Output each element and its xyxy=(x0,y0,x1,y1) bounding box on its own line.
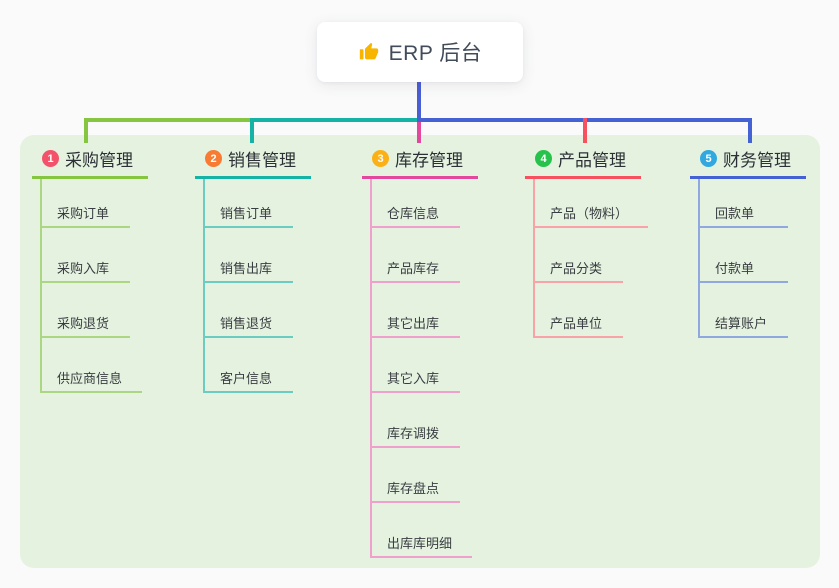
child-node[interactable]: 产品库存 xyxy=(372,228,460,283)
child-node[interactable]: 销售退货 xyxy=(205,283,293,338)
child-node-label: 付款单 xyxy=(715,261,755,276)
branch-children-group: 采购订单采购入库采购退货供应商信息 xyxy=(40,179,143,393)
branch-3-drop-line xyxy=(417,122,421,143)
child-node[interactable]: 其它出库 xyxy=(372,283,460,338)
child-node-label: 库存盘点 xyxy=(387,481,440,496)
child-node[interactable]: 付款单 xyxy=(700,228,788,283)
child-node-label: 采购订单 xyxy=(57,206,110,221)
branch-column-2: 2 销售管理销售订单销售出库销售退货客户信息 xyxy=(195,143,345,393)
branch-node-label: 采购管理 xyxy=(65,151,133,170)
child-node[interactable]: 结算账户 xyxy=(700,283,788,338)
child-node[interactable]: 采购订单 xyxy=(42,179,130,228)
thumbs-up-icon xyxy=(358,41,380,63)
child-node-label: 其它出库 xyxy=(387,316,440,331)
child-node-label: 客户信息 xyxy=(220,371,273,386)
root-node[interactable]: ERP 后台 xyxy=(317,22,523,82)
child-node-label: 供应商信息 xyxy=(57,371,123,386)
child-node-label: 回款单 xyxy=(715,206,755,221)
child-node[interactable]: 客户信息 xyxy=(205,338,293,393)
child-node[interactable]: 回款单 xyxy=(700,179,788,228)
child-node[interactable]: 库存调拨 xyxy=(372,393,460,448)
branch-1-drop-line xyxy=(84,118,88,143)
branch-1-bus-line xyxy=(84,118,252,122)
child-node-label: 产品单位 xyxy=(550,316,603,331)
branches-panel xyxy=(20,135,820,568)
branch-node-label: 库存管理 xyxy=(395,151,463,170)
root-node-label: ERP 后台 xyxy=(388,42,483,65)
child-node-label: 出库库明细 xyxy=(387,536,453,551)
branch-node-4[interactable]: 4 产品管理 xyxy=(525,143,641,179)
branch-node-label: 财务管理 xyxy=(723,151,791,170)
branch-number-badge: 3 xyxy=(372,150,389,167)
branch-children-group: 仓库信息产品库存其它出库其它入库库存调拨库存盘点出库库明细 xyxy=(370,179,473,558)
child-node-label: 产品（物料） xyxy=(550,206,629,221)
child-node[interactable]: 产品（物料） xyxy=(535,179,649,228)
child-node[interactable]: 产品分类 xyxy=(535,228,623,283)
branch-node-1[interactable]: 1 采购管理 xyxy=(32,143,148,179)
branch-4-drop-line xyxy=(583,118,587,143)
branch-node-label: 销售管理 xyxy=(228,151,296,170)
child-node-label: 采购入库 xyxy=(57,261,110,276)
branch-children-group: 销售订单销售出库销售退货客户信息 xyxy=(203,179,293,393)
child-node-label: 销售出库 xyxy=(220,261,273,276)
child-node[interactable]: 销售订单 xyxy=(205,179,293,228)
branch-number-badge: 4 xyxy=(535,150,552,167)
branch-column-4: 4 产品管理产品（物料） 产品分类产品单位 xyxy=(525,143,675,338)
child-node[interactable]: 产品单位 xyxy=(535,283,623,338)
child-node[interactable]: 仓库信息 xyxy=(372,179,460,228)
child-node-label: 仓库信息 xyxy=(387,206,440,221)
child-node[interactable]: 其它入库 xyxy=(372,338,460,393)
child-node-label: 产品库存 xyxy=(387,261,440,276)
branch-column-3: 3 库存管理仓库信息产品库存其它出库其它入库库存调拨库存盘点出库库明细 xyxy=(362,143,512,558)
branch-number-badge: 5 xyxy=(700,150,717,167)
child-node-label: 采购退货 xyxy=(57,316,110,331)
branch-children-group: 回款单付款单结算账户 xyxy=(698,179,788,338)
child-node-label: 销售订单 xyxy=(220,206,273,221)
branch-column-5: 5 财务管理回款单付款单结算账户 xyxy=(690,143,839,338)
branch-node-5[interactable]: 5 财务管理 xyxy=(690,143,806,179)
child-node-label: 库存调拨 xyxy=(387,426,440,441)
branch-number-badge: 2 xyxy=(205,150,222,167)
branch-2-drop-line xyxy=(250,118,254,143)
branch-5-drop-line xyxy=(748,118,752,143)
child-node[interactable]: 库存盘点 xyxy=(372,448,460,503)
branch-children-group: 产品（物料） 产品分类产品单位 xyxy=(533,179,649,338)
branch-node-3[interactable]: 3 库存管理 xyxy=(362,143,478,179)
child-node[interactable]: 销售出库 xyxy=(205,228,293,283)
branch-2-bus-line xyxy=(250,118,421,122)
child-node[interactable]: 供应商信息 xyxy=(42,338,143,393)
child-node-label: 销售退货 xyxy=(220,316,273,331)
branch-column-1: 1 采购管理采购订单采购入库采购退货供应商信息 xyxy=(32,143,182,393)
child-node[interactable]: 出库库明细 xyxy=(372,503,473,558)
child-node[interactable]: 采购退货 xyxy=(42,283,130,338)
child-node-label: 结算账户 xyxy=(715,316,768,331)
child-node-label: 其它入库 xyxy=(387,371,440,386)
child-node[interactable]: 采购入库 xyxy=(42,228,130,283)
root-connector-line xyxy=(417,82,421,122)
branch-node-label: 产品管理 xyxy=(558,151,626,170)
branch-number-badge: 1 xyxy=(42,150,59,167)
child-node-label: 产品分类 xyxy=(550,261,603,276)
branch-node-2[interactable]: 2 销售管理 xyxy=(195,143,311,179)
